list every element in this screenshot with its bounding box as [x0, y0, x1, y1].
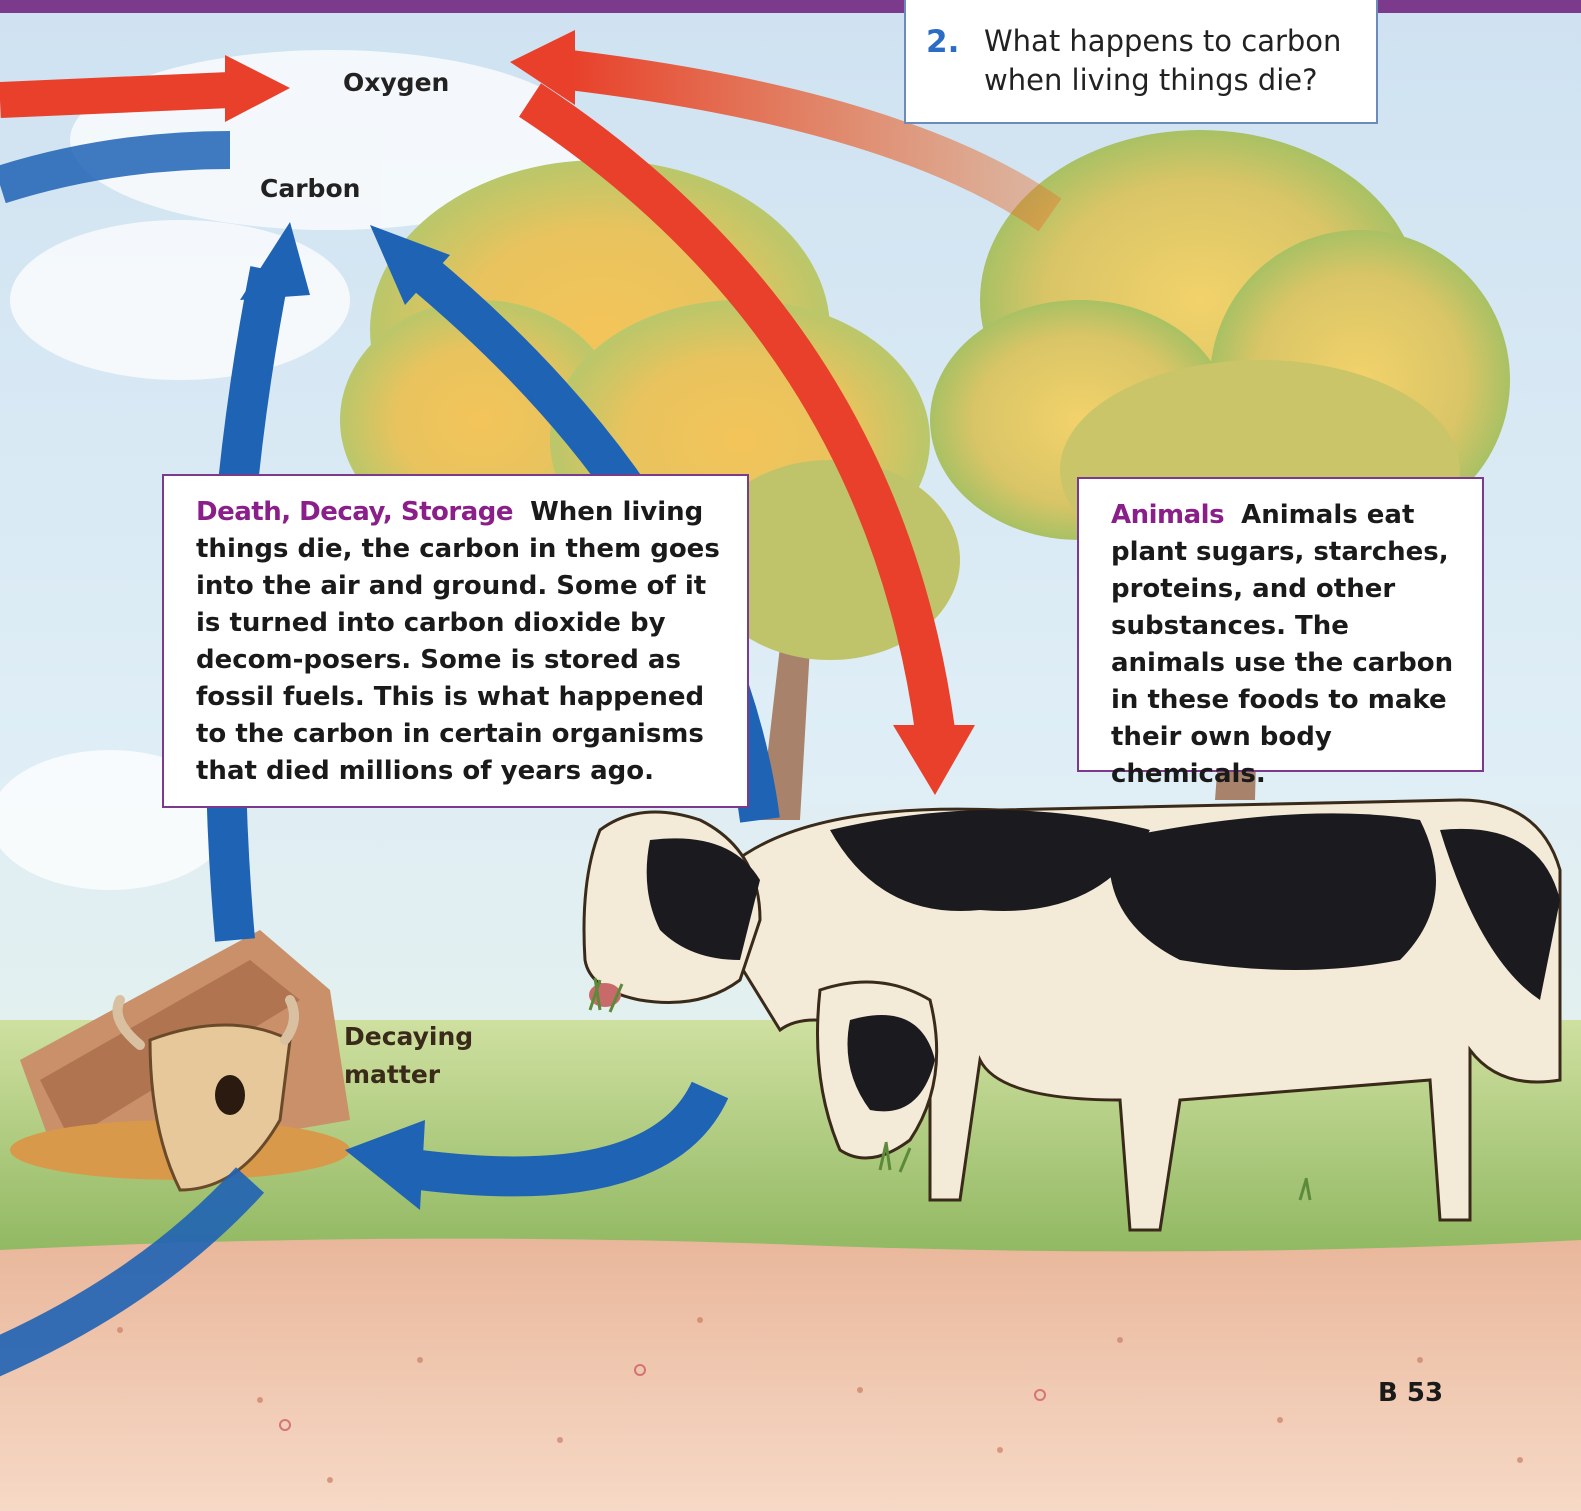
question-number: 2.	[926, 23, 959, 62]
death-decay-storage-box: Death, Decay, Storage When living things…	[162, 474, 749, 808]
death-decay-storage-text: When living things die, the carbon in th…	[196, 497, 720, 786]
animals-heading: Animals	[1111, 500, 1224, 530]
top-rule-left	[0, 0, 905, 13]
question-box: 2. What happens to carbon when living th…	[904, 0, 1378, 124]
oxygen-arrow-left	[0, 90, 230, 100]
page-number: B 53	[1378, 1378, 1443, 1408]
death-decay-storage-heading: Death, Decay, Storage	[196, 497, 513, 527]
carbon-label: Carbon	[260, 174, 360, 203]
decaying-matter-label: Decaying matter	[344, 1018, 473, 1094]
animals-box: Animals Animals eat plant sugars, starch…	[1077, 477, 1484, 772]
soil	[0, 1239, 1581, 1511]
oxygen-label: Oxygen	[343, 68, 449, 97]
top-rule-right	[1377, 0, 1581, 13]
question-text: What happens to carbon when living thing…	[984, 22, 1341, 100]
animals-text: Animals eat plant sugars, starches, prot…	[1111, 500, 1453, 789]
